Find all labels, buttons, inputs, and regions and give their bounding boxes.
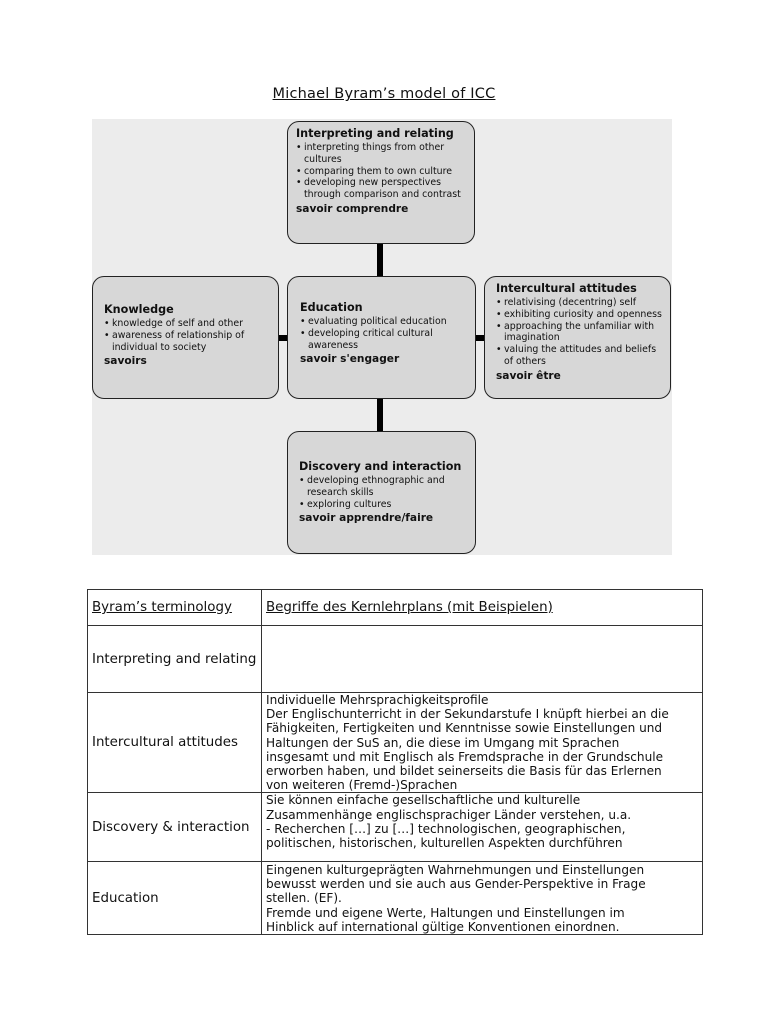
bullet-list: knowledge of self and other awareness of… [104, 318, 268, 353]
terminology-table: Byram’s terminology Begriffe des Kernleh… [87, 589, 703, 936]
bullet-list: evaluating political education developin… [300, 316, 465, 351]
box-title: Discovery and interaction [299, 460, 462, 473]
bullet-list: interpreting things from other cultures … [296, 142, 466, 201]
term-cell: Interpreting and relating [87, 625, 262, 693]
connector-right [474, 335, 486, 341]
table-header-cell: Byram’s terminology [87, 589, 262, 626]
box-interpreting-relating: Interpreting and relating interpreting t… [287, 121, 475, 244]
bullet-item: developing ethnographic and research ski… [299, 475, 469, 499]
bullet-item: exploring cultures [299, 499, 469, 511]
description-cell [261, 625, 703, 693]
table-row: Education Eingenen kulturgeprägten Wahrn… [87, 861, 703, 936]
page-title: Michael Byram’s model of ICC [272, 86, 496, 102]
description-line: erworben haben, und bildet seinerseits d… [266, 764, 662, 779]
description-line: Fremde und eigene Werte, Haltungen und E… [266, 905, 625, 920]
description-line: Individuelle Mehrsprachigkeitsprofile [266, 693, 489, 707]
description-cell: Sie können einfache gesellschaftliche un… [261, 792, 703, 863]
icc-diagram: Interpreting and relating interpreting t… [92, 119, 672, 555]
bullet-item: evaluating political education [300, 316, 465, 328]
box-discovery-interaction: Discovery and interaction developing eth… [287, 431, 476, 554]
term-cell: Discovery & interaction [87, 792, 262, 863]
savoir-label: savoir apprendre/faire [299, 512, 434, 525]
description-line: Haltungen der SuS an, die diese im Umgan… [266, 735, 620, 750]
bullet-item: exhibiting curiosity and openness [496, 309, 662, 321]
box-title: Interpreting and relating [296, 127, 454, 140]
box-title: Intercultural attitudes [496, 282, 637, 295]
bullet-item: interpreting things from other cultures [296, 142, 466, 166]
description-line: Eingenen kulturgeprägten Wahrnehmungen u… [266, 862, 645, 877]
table-row: Intercultural attitudes Individuelle Meh… [87, 691, 703, 794]
bullet-item: knowledge of self and other [104, 318, 268, 330]
bullet-item: relativising (decentring) self [496, 297, 662, 309]
table-header-cell: Begriffe des Kernlehrplans (mit Beispiel… [261, 589, 703, 626]
bullet-item: comparing them to own culture [296, 166, 466, 178]
term-cell: Education [87, 861, 262, 936]
bullet-item: awareness of relationship of individual … [104, 330, 268, 354]
savoir-label: savoirs [104, 355, 147, 368]
description-line: stellen. (EF). [266, 891, 342, 906]
description-line: von weiteren (Fremd-)Sprachen [266, 778, 458, 793]
box-knowledge: Knowledge knowledge of self and other aw… [92, 276, 279, 399]
description-line: politischen, historischen, kulturellen A… [266, 836, 623, 851]
term-cell: Intercultural attitudes [87, 691, 262, 794]
connector-left [277, 335, 289, 341]
description-line: bewusst werden und sie auch aus Gender-P… [266, 877, 646, 892]
bullet-list: relativising (decentring) self exhibitin… [496, 297, 662, 368]
description-cell: Eingenen kulturgeprägten Wahrnehmungen u… [261, 861, 703, 936]
table-row: Interpreting and relating [87, 625, 703, 693]
savoir-label: savoir être [496, 369, 561, 382]
savoir-label: savoir s'engager [300, 353, 400, 366]
connector-top [377, 242, 383, 277]
box-intercultural-attitudes: Intercultural attitudes relativising (de… [484, 276, 671, 399]
box-title: Education [300, 301, 363, 314]
description-line: Zusammenhänge englischsprachiger Länder … [266, 807, 632, 822]
box-title: Knowledge [104, 303, 174, 316]
table-header-row: Byram’s terminology Begriffe des Kernleh… [87, 589, 703, 626]
description-line: Fähigkeiten, Fertigkeiten und Kenntnisse… [266, 721, 663, 736]
bullet-item: approaching the unfamiliar with imaginat… [496, 321, 662, 345]
connector-bottom [377, 398, 383, 433]
bullet-item: developing new perspectives through comp… [296, 177, 466, 201]
bullet-item: valuing the attitudes and beliefs of oth… [496, 344, 662, 368]
description-line: Der Englischunterricht in der Sekundarst… [266, 707, 669, 722]
table-row: Discovery & interaction Sie können einfa… [87, 792, 703, 863]
description-line: - Recherchen […] zu […] technologischen,… [266, 821, 626, 836]
description-line: Sie können einfache gesellschaftliche un… [266, 793, 581, 808]
bullet-item: developing critical cultural awareness [300, 328, 465, 352]
description-line: Hinblick auf international gültige Konve… [266, 919, 620, 934]
description-cell: Individuelle Mehrsprachigkeitsprofile De… [261, 691, 703, 794]
description-line: insgesamt und mit Englisch als Fremdspra… [266, 749, 664, 764]
bullet-list: developing ethnographic and research ski… [299, 475, 469, 510]
box-education: Education evaluating political education… [287, 276, 476, 399]
savoir-label: savoir comprendre [296, 202, 409, 215]
